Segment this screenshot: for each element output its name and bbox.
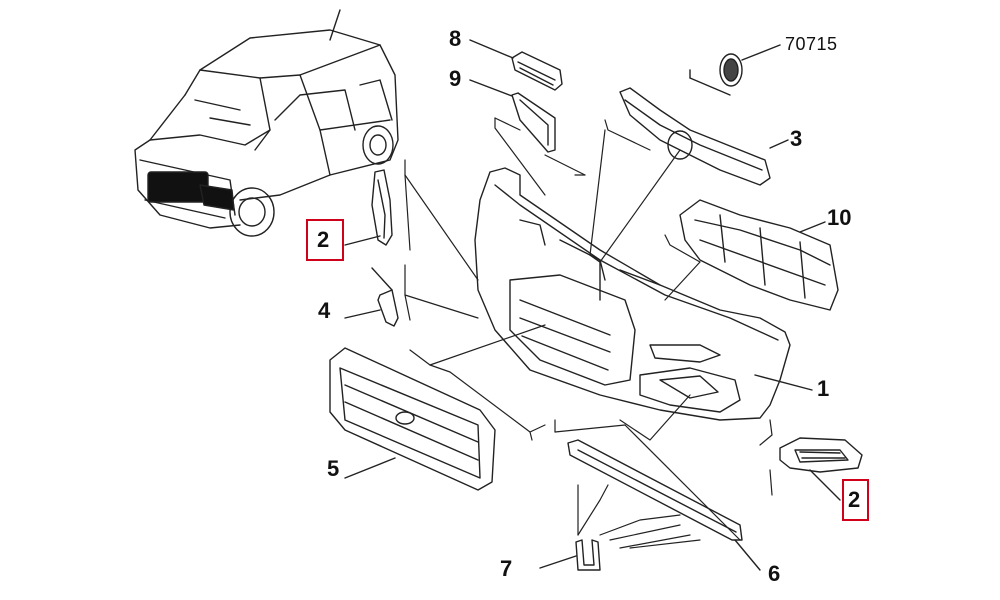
badge-70715-illustration xyxy=(719,44,781,87)
callout-label-10: 10 xyxy=(827,205,852,230)
part-6-strip-illustration xyxy=(567,439,761,571)
part-3-illustration xyxy=(619,69,789,186)
part-10-illustration xyxy=(679,199,839,311)
highlight-box-right xyxy=(842,479,869,521)
callout-label-5: 5 xyxy=(327,456,340,481)
callout-label-8: 8 xyxy=(449,26,462,51)
part-2-right-illustration xyxy=(779,437,863,501)
callout-label-1: 1 xyxy=(817,376,830,401)
callout-label-7: 7 xyxy=(500,556,513,581)
part-1-bumper-illustration xyxy=(474,167,813,421)
part-8-illustration xyxy=(469,39,563,91)
part-5-lower-grille-illustration xyxy=(329,347,496,491)
callout-label-4: 4 xyxy=(318,298,331,323)
part-9-illustration xyxy=(469,79,556,153)
callout-label-70715: 70715 xyxy=(785,34,838,54)
part-4-illustration xyxy=(344,267,399,327)
callout-label-2-right: 2 xyxy=(848,487,861,512)
part-7-clip-illustration xyxy=(539,539,601,571)
car-overview-illustration xyxy=(134,9,399,237)
callout-label-6: 6 xyxy=(768,561,781,586)
leader-lines xyxy=(404,117,773,549)
part-2-left-illustration xyxy=(344,169,393,246)
highlight-box-left xyxy=(306,219,344,261)
callout-label-3: 3 xyxy=(790,126,803,151)
callout-label-2-left: 2 xyxy=(317,227,330,252)
callout-label-9: 9 xyxy=(449,66,462,91)
